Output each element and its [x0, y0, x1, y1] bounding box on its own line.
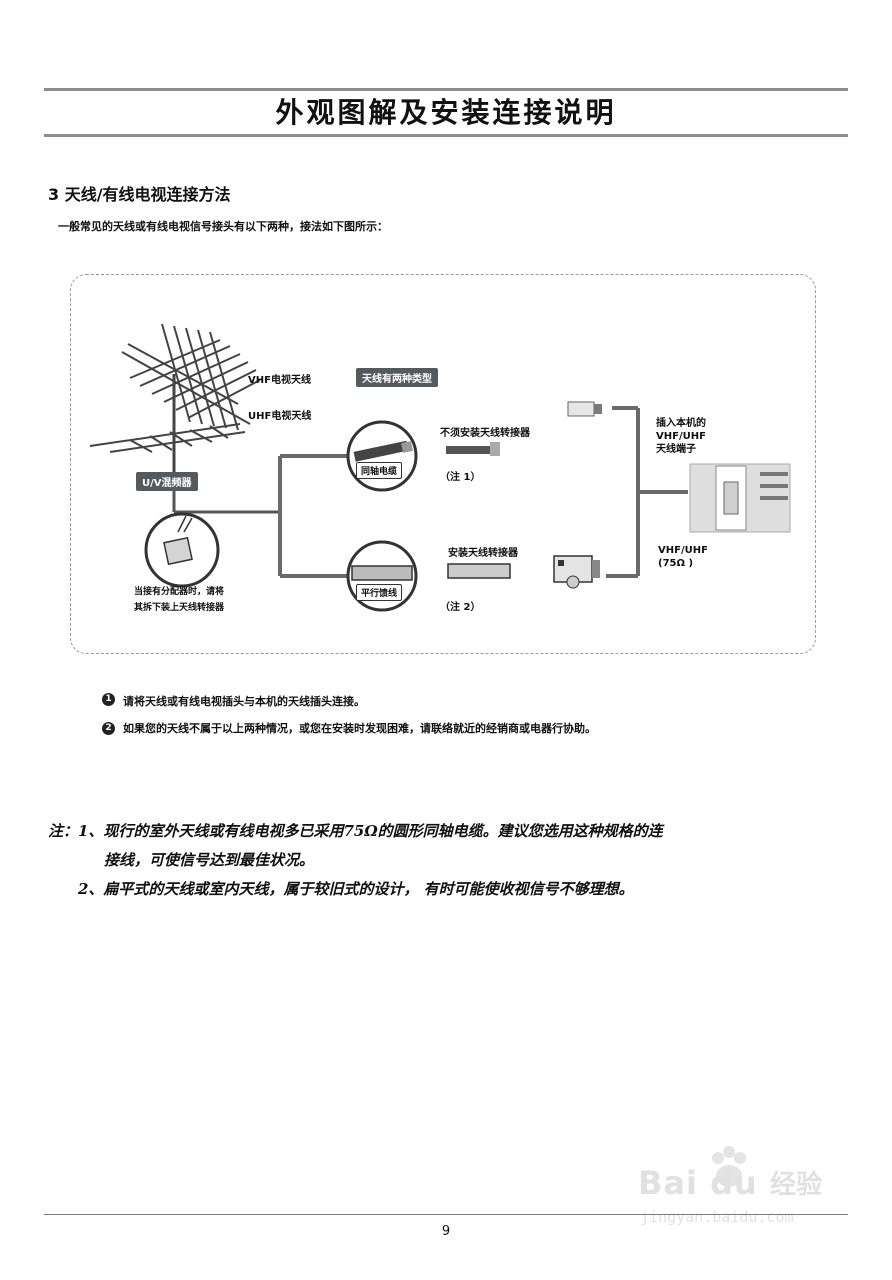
label-vhf-antenna: VHF电视天线: [248, 375, 311, 386]
label-coax-cable: 同轴电缆: [356, 462, 403, 479]
flat-feeder-illustration: [447, 563, 511, 579]
label-plug-in: 插入本机的 VHF/UHF 天线端子: [656, 417, 706, 456]
bullet-item-1: 1 请将天线或有线电视插头与本机的天线插头连接。: [102, 693, 365, 709]
label-two-types: 天线有两种类型: [356, 368, 438, 387]
coax-plug-illustration: [446, 446, 496, 454]
bullet-item-2: 2 如果您的天线不属于以上两种情况，或您在安装时发现困难，请联络就近的经销商或电…: [102, 718, 643, 740]
antenna-adapter-icon: [553, 555, 600, 589]
bullet-text-1: 请将天线或有线电视插头与本机的天线插头连接。: [123, 695, 365, 708]
section-heading: 3 天线/有线电视连接方法: [48, 185, 231, 204]
top-rule: [44, 88, 848, 91]
watermark-product: 经验: [770, 1170, 823, 1200]
paw-logo-icon: [712, 1146, 746, 1187]
label-plug-in-line2: VHF/UHF: [656, 431, 706, 442]
bullet-text-2: 如果您的天线不属于以上两种情况，或您在安装时发现困难，请联络就近的经销商或电器行…: [123, 722, 596, 735]
label-install-adapter: 安装天线转接器: [448, 548, 518, 559]
note-2: 2、扁平式的天线或室内天线，属于较旧式的设计， 有时可能使收视信号不够理想。: [78, 880, 634, 898]
label-flat-feeder: 平行馈线: [356, 584, 403, 601]
tv-connection-lines: [606, 406, 688, 578]
page-title: 外观图解及安装连接说明: [275, 96, 617, 129]
label-splitter-note-line1: 当接有分配器时，请将: [134, 587, 225, 597]
label-uv-mixer: U/V混频器: [136, 472, 198, 491]
page-number: 9: [441, 1224, 451, 1239]
label-splitter-note-line2: 其拆下装上天线转接器: [134, 603, 225, 613]
label-plug-in-line3: 天线端子: [656, 444, 696, 455]
tv-antenna-terminal-panel: [689, 463, 791, 533]
intro-text: 一般常见的天线或有线电视信号接头有以下两种，接法如下图所示：: [58, 220, 388, 233]
label-75-ohm: (75Ω ): [658, 558, 694, 569]
watermark-url: jingyan.baidu.com: [640, 1208, 794, 1226]
label-uhf-antenna: UHF电视天线: [248, 411, 312, 422]
watermark-brand: Bai du: [638, 1164, 758, 1202]
label-plug-in-line1: 插入本机的: [656, 418, 706, 429]
footer-rule: [44, 1214, 848, 1215]
antenna-illustration: [89, 323, 261, 472]
antenna-connection-diagram: [89, 323, 791, 612]
label-no-adapter: 不须安装天线转接器: [440, 428, 530, 439]
note-1-line-2: 接线，可使信号达到最佳状况。: [104, 851, 315, 869]
label-vhf-uhf-75: VHF/UHF (75Ω ): [658, 544, 708, 570]
bullet-number-1: 1: [102, 693, 115, 706]
f-type-plug-icon: [567, 401, 602, 417]
bullet-number-2: 2: [102, 722, 115, 735]
note-1-line-1: 注：1、现行的室外天线或有线电视多已采用75Ω的圆形同轴电缆。建议您选用这种规格…: [48, 822, 663, 840]
baidu-jingyan-watermark: Bai du 经验 jingyan.baidu.com: [638, 1142, 848, 1242]
title-underline-rule: [44, 134, 848, 137]
label-note-2: （注 2）: [440, 602, 481, 613]
label-note-1: （注 1）: [440, 472, 481, 483]
diagram-frame: [70, 274, 816, 654]
branch-lines: [278, 454, 350, 578]
label-vhf-uhf: VHF/UHF: [658, 545, 708, 556]
